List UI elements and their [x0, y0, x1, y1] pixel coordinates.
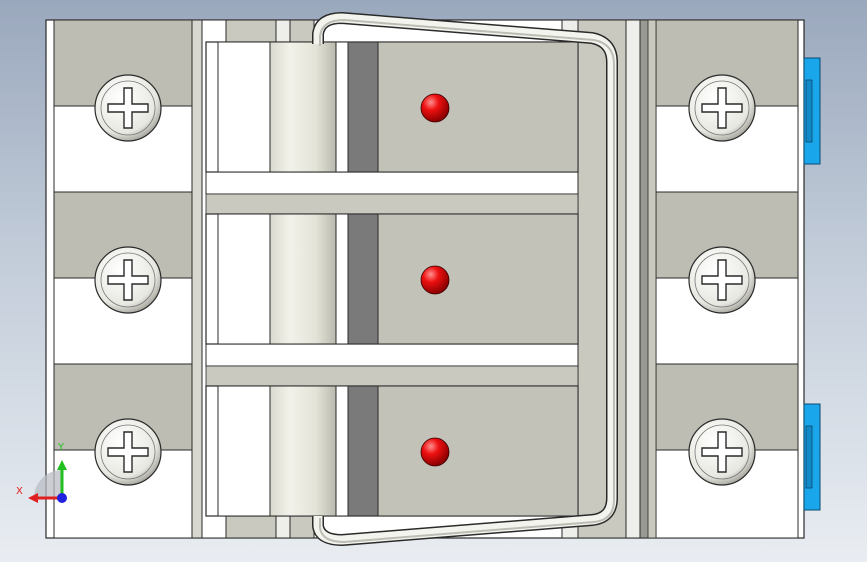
orientation-triad: X Y	[14, 440, 84, 510]
screw-icons-right	[688, 74, 756, 486]
rivet-icons	[420, 93, 450, 467]
rivet-icon	[420, 265, 450, 295]
hinge-leaf-2[interactable]	[205, 213, 579, 345]
screw-icons-left	[94, 74, 162, 486]
rivet-icon	[420, 437, 450, 467]
hinge-leaf-1[interactable]	[205, 41, 579, 173]
clip-icons	[803, 57, 821, 511]
leaf-gaps	[205, 171, 579, 389]
z-axis-dot	[57, 493, 67, 503]
y-axis-label: Y	[58, 442, 65, 453]
x-axis-label: X	[16, 486, 23, 497]
hinge-leaf-3[interactable]	[205, 385, 579, 517]
rivet-icon	[420, 93, 450, 123]
right-mount-blocks	[655, 19, 799, 539]
